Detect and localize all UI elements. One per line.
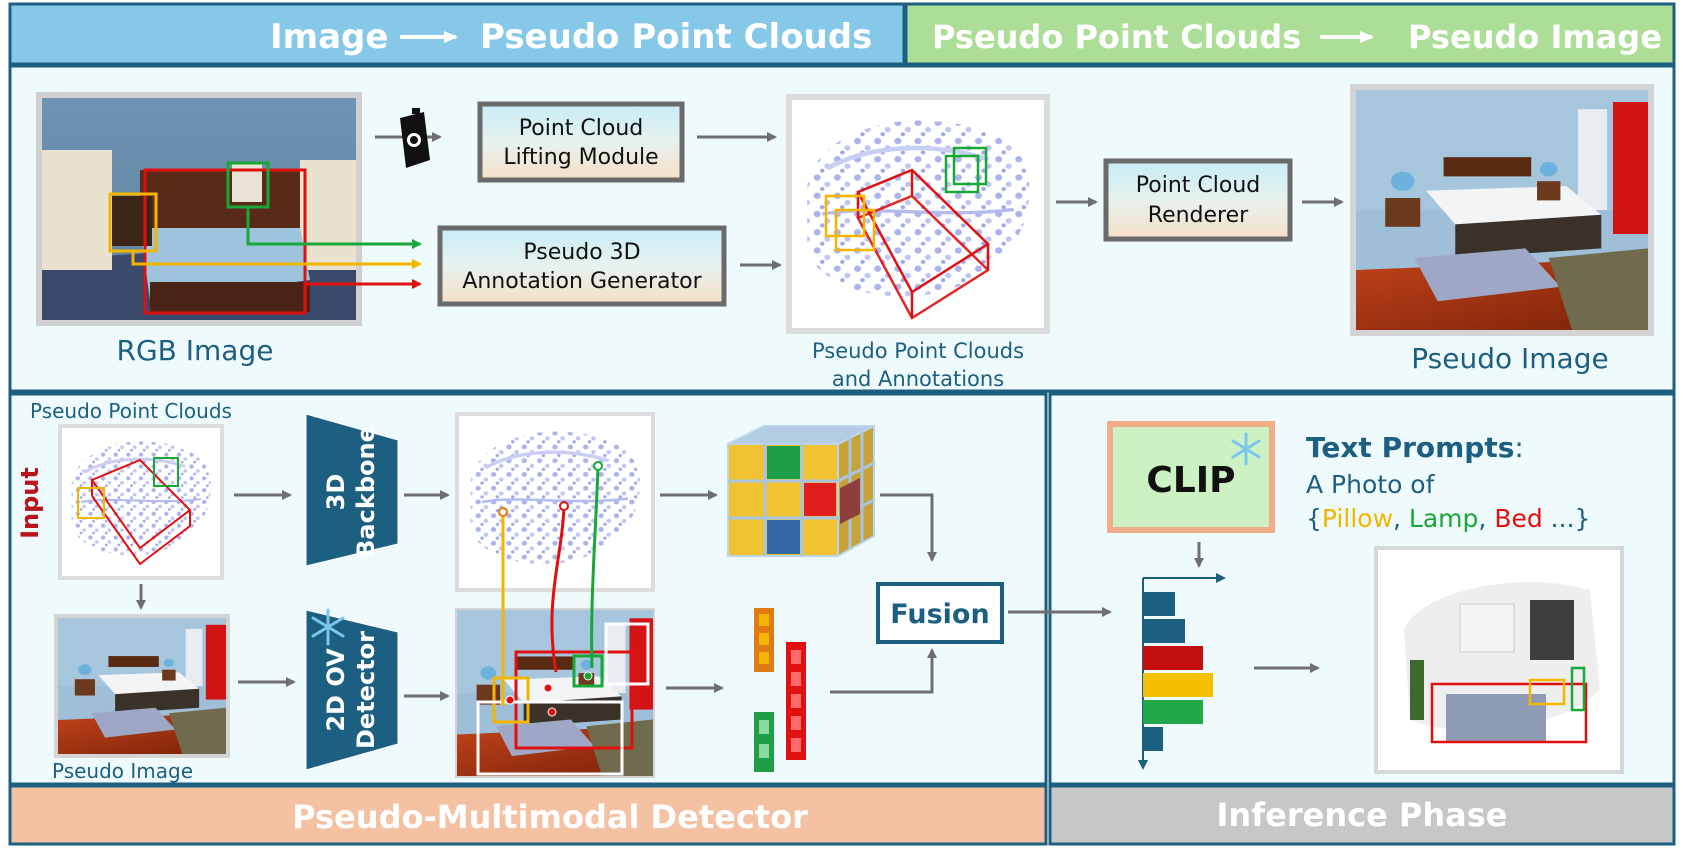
feature-bar-orange bbox=[754, 608, 774, 672]
result-box-bed bbox=[1430, 682, 1588, 744]
lifting-module-box bbox=[477, 101, 685, 183]
snowflake-icon-detector bbox=[311, 608, 345, 646]
camera-icon bbox=[400, 108, 430, 168]
score-bar bbox=[1143, 727, 1163, 751]
detector-output-image bbox=[455, 608, 655, 778]
banner-inference bbox=[1048, 784, 1676, 846]
rgb-image bbox=[36, 92, 362, 326]
score-bar bbox=[1143, 619, 1185, 643]
score-bar bbox=[1143, 673, 1213, 697]
correspondence-lines bbox=[501, 465, 600, 706]
score-bars bbox=[1143, 592, 1213, 751]
pseudo-point-cloud-image bbox=[786, 94, 1050, 334]
lifting-module-line1: Point Cloud bbox=[519, 116, 643, 141]
annotation-generator-line2: Annotation Generator bbox=[462, 269, 702, 294]
banner-bottom-right-text: Inference Phase bbox=[1217, 796, 1508, 834]
annotation-generator-line1: Pseudo 3D bbox=[523, 240, 640, 265]
pc-box-lamp bbox=[944, 146, 988, 194]
clip-label: CLIP bbox=[1146, 460, 1235, 501]
green-link-arrow bbox=[246, 207, 422, 249]
score-bar bbox=[1143, 592, 1175, 616]
voxel-feature-cube bbox=[727, 424, 875, 558]
detector-line1: 2D OV bbox=[322, 648, 350, 732]
score-bar bbox=[1143, 646, 1203, 670]
banner-detector bbox=[8, 784, 1048, 846]
renderer-box bbox=[1103, 158, 1293, 242]
prompt-classes: {Pillow, Lamp, Bed ...} bbox=[1306, 504, 1590, 533]
backbone-line2: Backbone bbox=[352, 426, 380, 558]
score-bar bbox=[1143, 700, 1203, 724]
pc-box-pillow bbox=[824, 194, 876, 252]
fusion-label: Fusion bbox=[890, 599, 989, 630]
fusion-box bbox=[876, 582, 1004, 644]
inference-result-pointcloud bbox=[1374, 546, 1624, 774]
pc-box-bed bbox=[856, 168, 991, 320]
detector-point-cloud bbox=[58, 424, 224, 580]
banner-tr-from: Pseudo Point Clouds bbox=[932, 18, 1301, 56]
clip-box bbox=[1107, 421, 1275, 533]
detector-pc-label: Pseudo Point Clouds bbox=[30, 399, 232, 423]
lifting-module-line2: Lifting Module bbox=[503, 145, 658, 170]
banner-tl-to: Pseudo Point Clouds bbox=[480, 17, 872, 57]
rgb-box-bed bbox=[143, 168, 307, 315]
prompt-item: Lamp bbox=[1409, 504, 1478, 533]
result-box-lamp bbox=[1570, 666, 1586, 712]
yellow-link-arrow bbox=[131, 251, 422, 269]
prompt-line: A Photo of bbox=[1306, 470, 1436, 499]
feature-bar-red bbox=[786, 642, 806, 760]
correspondence-points bbox=[498, 461, 603, 717]
banner-bottom-left-text: Pseudo-Multimodal Detector bbox=[292, 798, 808, 836]
detector-image-label: Pseudo Image bbox=[52, 759, 193, 783]
pseudo-image-top bbox=[1350, 84, 1654, 336]
prompt-item: Pillow bbox=[1322, 504, 1393, 533]
pseudo-pc-label-line2: and Annotations bbox=[832, 367, 1004, 391]
input-label: Input bbox=[16, 467, 44, 539]
banner-tr-to: Pseudo Image bbox=[1408, 18, 1662, 56]
rgb-image-label: RGB Image bbox=[117, 334, 274, 367]
red-link-arrow bbox=[303, 279, 422, 289]
detector-line2: Detector bbox=[352, 631, 380, 749]
banner-pc-to-image bbox=[904, 2, 1676, 66]
arrow-voxel-to-fusion bbox=[880, 493, 937, 562]
pseudo-image-label: Pseudo Image bbox=[1411, 342, 1608, 375]
snowflake-icon-clip bbox=[1231, 432, 1261, 466]
detector-2d-ov bbox=[305, 609, 399, 771]
prompt-title: Text Prompts: bbox=[1306, 431, 1524, 464]
annotation-generator-box bbox=[437, 225, 727, 307]
prompt-item: Bed bbox=[1494, 504, 1542, 533]
arrow-2d-to-fusion bbox=[830, 648, 937, 694]
backbone-3d bbox=[305, 413, 399, 567]
renderer-line2: Renderer bbox=[1148, 203, 1249, 228]
pseudo-pc-label-line1: Pseudo Point Clouds bbox=[812, 339, 1024, 363]
detector-pseudo-image bbox=[54, 614, 230, 758]
banner-tl-from: Image bbox=[270, 17, 388, 57]
result-box-pillow bbox=[1528, 678, 1566, 706]
feature-bar-green bbox=[754, 712, 774, 772]
renderer-line1: Point Cloud bbox=[1136, 173, 1260, 198]
backbone-feature-pointcloud bbox=[455, 412, 655, 592]
backbone-line1: 3D bbox=[322, 474, 350, 511]
